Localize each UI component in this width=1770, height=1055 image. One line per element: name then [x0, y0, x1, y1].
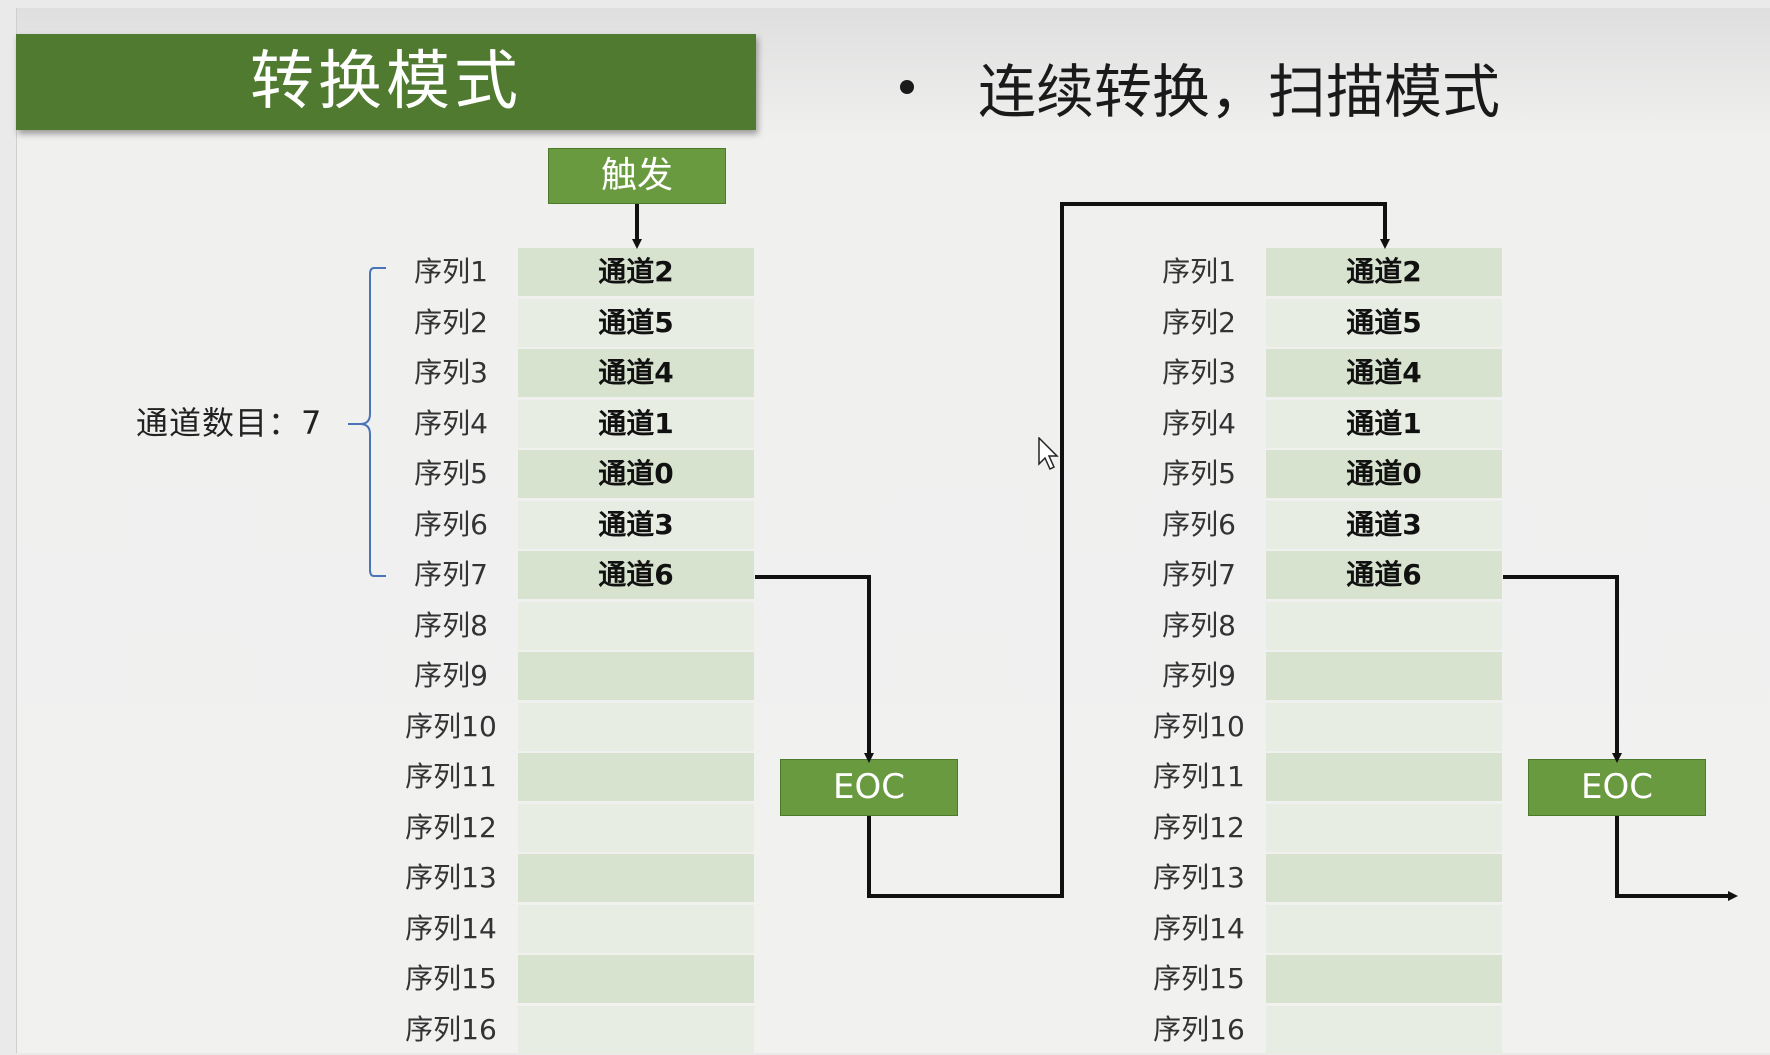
- sequence-label: 序列7: [1162, 558, 1236, 591]
- channel-cell: [1266, 803, 1502, 852]
- sequence-label: 序列2: [414, 305, 488, 339]
- sequence-label: 序列13: [405, 861, 497, 894]
- channel-cell: [518, 702, 754, 751]
- channel-cell: 通道2: [1266, 248, 1502, 296]
- sequence-label: 序列14: [1153, 911, 1245, 945]
- sequence-label: 序列1: [1162, 255, 1236, 288]
- sequence-label: 序列2: [1162, 305, 1236, 339]
- continue-arrow: [1615, 816, 1738, 901]
- channel-cell: [518, 854, 754, 902]
- sequence-label: 序列6: [1162, 507, 1236, 541]
- sequence-label: 序列8: [414, 608, 488, 642]
- eoc1-arrow: [755, 575, 874, 763]
- sequence-label: 序列9: [414, 659, 488, 692]
- channel-cell: [518, 753, 754, 801]
- channel-cell: [1266, 955, 1502, 1003]
- sequence-label: 序列4: [414, 406, 488, 440]
- sequence-label: 序列3: [414, 356, 488, 389]
- sequence-label: 序列11: [1153, 760, 1245, 793]
- sequence-label: 序列16: [405, 1012, 497, 1046]
- channel-cell: 通道0: [518, 450, 754, 498]
- channel-cell: 通道6: [518, 551, 754, 599]
- sequence-label: 序列5: [414, 457, 488, 490]
- channel-cell: 通道5: [1266, 298, 1502, 347]
- channel-cell: [518, 803, 754, 852]
- sequence-label: 序列12: [405, 810, 497, 844]
- subtitle: 连续转换，扫描模式: [978, 58, 1501, 126]
- sequence-label: 序列1: [414, 255, 488, 288]
- sequence-label: 序列15: [1153, 962, 1245, 995]
- channel-cell: 通道4: [518, 349, 754, 397]
- sequence-label: 序列6: [414, 507, 488, 541]
- channel-cell: [518, 1005, 754, 1054]
- eoc-box-2: EOC: [1528, 759, 1706, 816]
- loop-arrow: [867, 202, 1390, 898]
- sequence-label: 序列9: [1162, 659, 1236, 692]
- channel-cell: 通道2: [518, 248, 754, 296]
- channel-cell: 通道5: [518, 298, 754, 347]
- sequence-label: 序列8: [1162, 608, 1236, 642]
- channel-cell: [518, 601, 754, 650]
- channel-cell: 通道6: [1266, 551, 1502, 599]
- sequence-label: 序列14: [405, 911, 497, 945]
- sequence-label: 序列11: [405, 760, 497, 793]
- channel-cell: [1266, 1005, 1502, 1054]
- sequence-label: 序列10: [405, 709, 497, 743]
- eoc-box-1: EOC: [780, 759, 958, 816]
- sequence-label: 序列12: [1153, 810, 1245, 844]
- channel-cell: 通道3: [1266, 500, 1502, 549]
- sequence-label: 序列13: [1153, 861, 1245, 894]
- channel-cell: [1266, 652, 1502, 700]
- channel-cell: 通道1: [1266, 399, 1502, 448]
- sequence-label: 序列10: [1153, 709, 1245, 743]
- channel-count-label: 通道数目：7: [136, 404, 323, 442]
- channel-cell: [1266, 904, 1502, 953]
- page-title: 转换模式: [16, 34, 756, 130]
- mouse-cursor-icon: [1038, 436, 1060, 475]
- sequence-label: 序列16: [1153, 1012, 1245, 1046]
- channel-cell: 通道3: [518, 500, 754, 549]
- channel-cell: 通道4: [1266, 349, 1502, 397]
- channel-cell: 通道0: [1266, 450, 1502, 498]
- sequence-label: 序列3: [1162, 356, 1236, 389]
- bullet-icon: [900, 80, 914, 94]
- channel-cell: [518, 652, 754, 700]
- group-brace: [348, 267, 386, 577]
- sequence-label: 序列7: [414, 558, 488, 591]
- channel-cell: [1266, 753, 1502, 801]
- channel-cell: [1266, 854, 1502, 902]
- channel-cell: [1266, 601, 1502, 650]
- sequence-label: 序列4: [1162, 406, 1236, 440]
- channel-cell: [1266, 702, 1502, 751]
- eoc2-arrow: [1503, 575, 1622, 763]
- sequence-label: 序列5: [1162, 457, 1236, 490]
- trigger-box: 触发: [548, 148, 726, 204]
- channel-cell: [518, 955, 754, 1003]
- sequence-label: 序列15: [405, 962, 497, 995]
- channel-cell: [518, 904, 754, 953]
- channel-cell: 通道1: [518, 399, 754, 448]
